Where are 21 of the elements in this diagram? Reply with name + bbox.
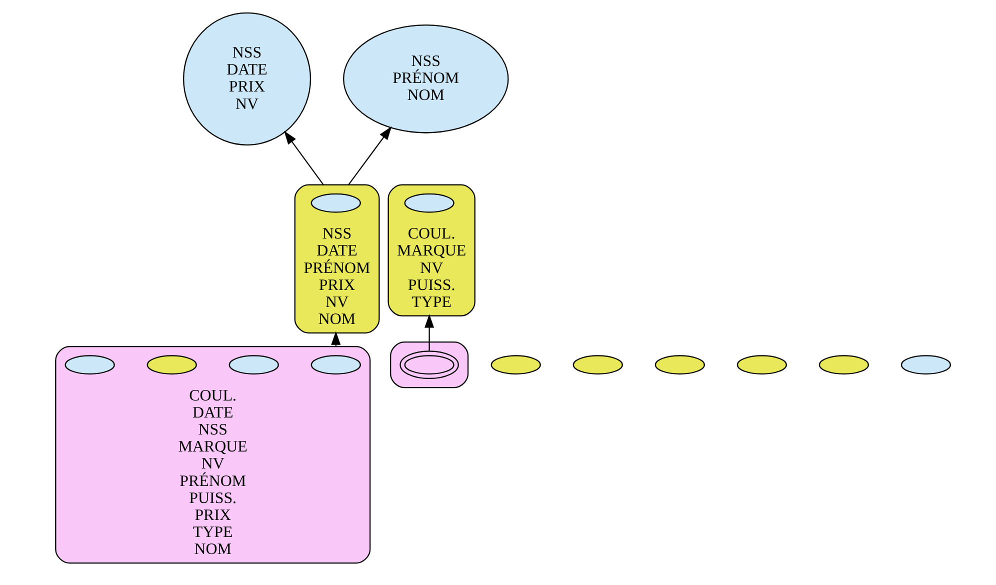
node-ellipse (64, 355, 114, 374)
arrow (284, 130, 324, 186)
node-ellipse (572, 355, 622, 374)
cluster: COUL. MARQUE NV PUISS. TYPE (387, 184, 475, 316)
node-ellipse (736, 355, 786, 374)
node-ellipse (818, 355, 868, 374)
node-ellipse (900, 355, 951, 374)
node-ellipse (490, 355, 540, 374)
node-ellipse (404, 193, 454, 213)
node-ellipse (310, 355, 360, 374)
arrow (348, 126, 392, 186)
node-ellipse (146, 355, 196, 374)
arrow (424, 314, 434, 351)
cluster (390, 341, 468, 388)
cluster: NSS DATE PRÉNOM PRIX NV NOM (294, 184, 380, 334)
node-ellipse: NSS PRÉNOM NOM (342, 24, 508, 134)
node-ellipse (399, 350, 458, 380)
node-ellipse (310, 193, 360, 213)
node-ellipse (654, 355, 704, 374)
cluster: COUL. DATE NSS MARQUE NV PRÉNOM PUISS. PRIX TYPE NOM (54, 346, 370, 564)
node-ellipse (228, 355, 278, 374)
